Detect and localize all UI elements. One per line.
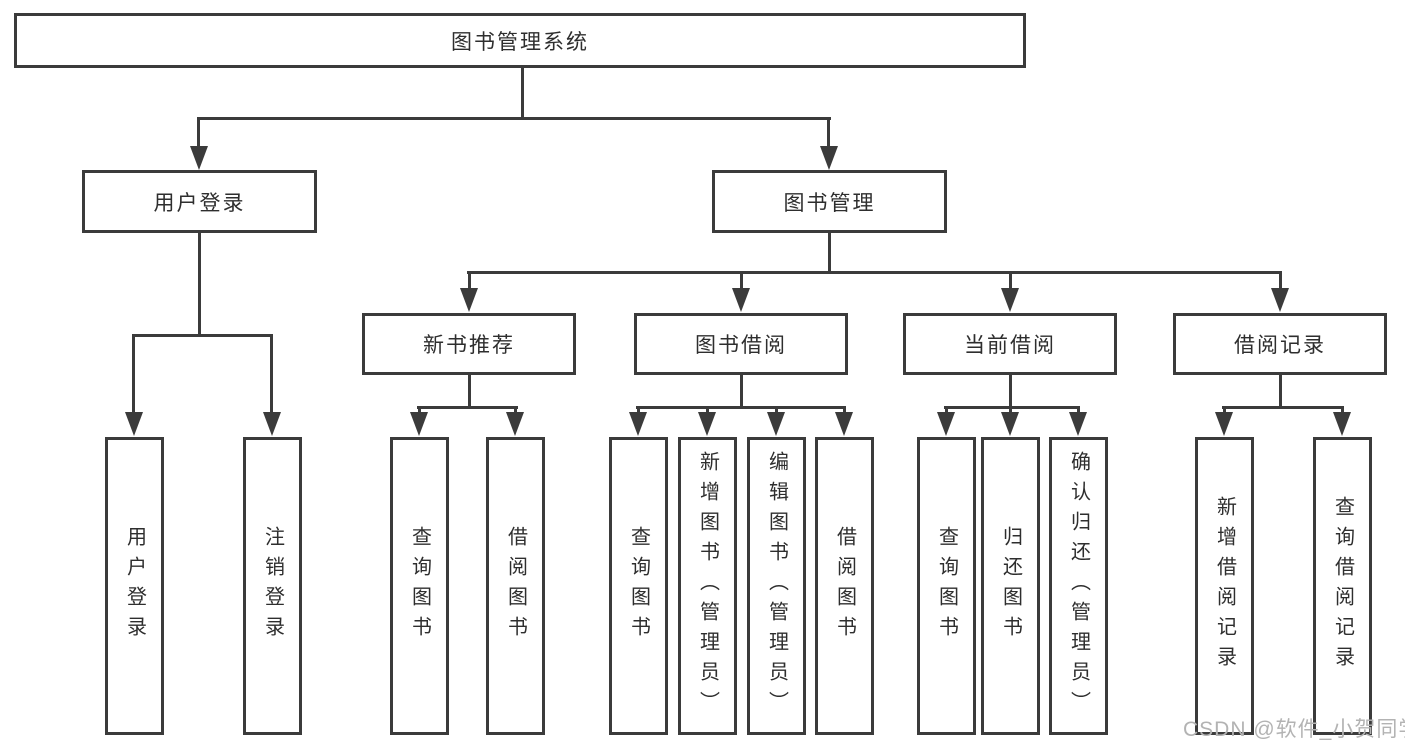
connector-currentborrow-stub-1 [945, 406, 948, 416]
arrowhead-down-icon [410, 412, 428, 436]
leaf-query-books-borrow-label: 查询图书 [627, 526, 650, 646]
leaf-edit-book-admin-label: 编辑图书（管理员） [765, 451, 788, 721]
leaf-query-borrow-record-label: 查询借阅记录 [1331, 496, 1354, 676]
watermark: CSDN @软件_小贺同学 [1183, 718, 1405, 741]
arrowhead-down-icon [506, 412, 524, 436]
leaf-logout: 注销登录 [243, 437, 302, 735]
leaf-query-books-recommend-label: 查询图书 [408, 526, 431, 646]
leaf-borrow-books: 借阅图书 [815, 437, 874, 735]
node-user-login-label: 用户登录 [153, 191, 246, 215]
arrowhead-down-icon [1333, 412, 1351, 436]
node-current-borrow-label: 当前借阅 [964, 334, 1056, 357]
arrowhead-down-icon [629, 412, 647, 436]
connector-bookborrow-stub-1 [637, 406, 640, 416]
arrowhead-down-icon [1001, 412, 1019, 436]
node-book-management-label: 图书管理 [783, 191, 876, 215]
leaf-return-book: 归还图书 [981, 437, 1040, 735]
connector-currentborrow-hbar [944, 406, 1080, 409]
leaf-query-books-current-label: 查询图书 [935, 526, 958, 646]
connector-bookmgmt-stub-2 [740, 271, 743, 291]
connector-currentborrow-stub-3 [1077, 406, 1080, 416]
arrowhead-down-icon [263, 412, 281, 436]
connector-borrowrecord-stub-2 [1341, 406, 1344, 416]
connector-bookborrow-stub-2 [706, 406, 709, 416]
node-borrow-record-label: 借阅记录 [1234, 334, 1326, 357]
connector-root-drop-left [197, 117, 200, 153]
arrowhead-down-icon [937, 412, 955, 436]
connector-bookborrow-stub-4 [843, 406, 846, 416]
connector-borrowrecord-trunk [1279, 373, 1282, 408]
leaf-borrow-books-label: 借阅图书 [833, 526, 856, 646]
leaf-confirm-return-admin-label: 确认归还（管理员） [1067, 451, 1090, 721]
connector-bookmgmt-hbar [467, 271, 1281, 274]
connector-root-hbar [197, 117, 831, 120]
leaf-edit-book-admin: 编辑图书（管理员） [747, 437, 806, 735]
arrowhead-down-icon [1271, 288, 1289, 312]
connector-bookborrow-trunk [740, 373, 743, 408]
node-system-root-label: 图书管理系统 [451, 30, 589, 54]
arrowhead-down-icon [1069, 412, 1087, 436]
connector-newbook-stub-1 [418, 406, 421, 416]
arrowhead-down-icon [698, 412, 716, 436]
connector-userlogin-hbar [132, 334, 273, 337]
leaf-borrow-books-recommend-label: 借阅图书 [504, 526, 527, 646]
leaf-query-books-current: 查询图书 [917, 437, 976, 735]
leaf-query-books-borrow: 查询图书 [609, 437, 668, 735]
connector-root-drop-right [827, 117, 830, 153]
node-user-login: 用户登录 [82, 170, 317, 233]
connector-userlogin-drop-left [132, 334, 135, 416]
leaf-borrow-books-recommend: 借阅图书 [486, 437, 545, 735]
connector-bookborrow-hbar [636, 406, 846, 409]
connector-root-trunk [521, 66, 524, 120]
connector-bookmgmt-stub-4 [1279, 271, 1282, 291]
connector-bookmgmt-stub-1 [468, 271, 471, 291]
connector-bookborrow-stub-3 [775, 406, 778, 416]
arrowhead-down-icon [125, 412, 143, 436]
arrowhead-down-icon [835, 412, 853, 436]
leaf-add-borrow-record-label: 新增借阅记录 [1213, 496, 1236, 676]
leaf-add-book-admin: 新增图书（管理员） [678, 437, 737, 735]
leaf-query-borrow-record: 查询借阅记录 [1313, 437, 1372, 735]
connector-bookmgmt-trunk [828, 230, 831, 273]
leaf-add-book-admin-label: 新增图书（管理员） [696, 451, 719, 721]
arrowhead-down-icon [767, 412, 785, 436]
connector-currentborrow-trunk [1009, 373, 1012, 408]
node-current-borrow: 当前借阅 [903, 313, 1117, 375]
node-new-book-recommend: 新书推荐 [362, 313, 576, 375]
arrowhead-down-icon [1215, 412, 1233, 436]
node-book-borrow: 图书借阅 [634, 313, 848, 375]
leaf-return-book-label: 归还图书 [999, 526, 1022, 646]
arrowhead-down-icon [460, 288, 478, 312]
connector-newbook-hbar [417, 406, 518, 409]
connector-userlogin-trunk [198, 231, 201, 336]
arrowhead-down-icon [190, 146, 208, 170]
connector-borrowrecord-stub-1 [1223, 406, 1226, 416]
node-new-book-recommend-label: 新书推荐 [423, 334, 515, 357]
connector-newbook-stub-2 [514, 406, 517, 416]
node-book-borrow-label: 图书借阅 [695, 334, 787, 357]
arrowhead-down-icon [1001, 288, 1019, 312]
connector-currentborrow-stub-2 [1009, 406, 1012, 416]
node-borrow-record: 借阅记录 [1173, 313, 1387, 375]
node-system-root: 图书管理系统 [14, 13, 1026, 68]
connector-bookmgmt-stub-3 [1009, 271, 1012, 291]
arrowhead-down-icon [820, 146, 838, 170]
leaf-confirm-return-admin: 确认归还（管理员） [1049, 437, 1108, 735]
leaf-user-login: 用户登录 [105, 437, 164, 735]
leaf-query-books-recommend: 查询图书 [390, 437, 449, 735]
node-book-management: 图书管理 [712, 170, 947, 233]
connector-newbook-trunk [468, 373, 471, 408]
leaf-user-login-label: 用户登录 [123, 526, 146, 646]
leaf-logout-label: 注销登录 [261, 526, 284, 646]
leaf-add-borrow-record: 新增借阅记录 [1195, 437, 1254, 735]
arrowhead-down-icon [732, 288, 750, 312]
connector-borrowrecord-hbar [1222, 406, 1344, 409]
connector-userlogin-drop-right [270, 334, 273, 416]
